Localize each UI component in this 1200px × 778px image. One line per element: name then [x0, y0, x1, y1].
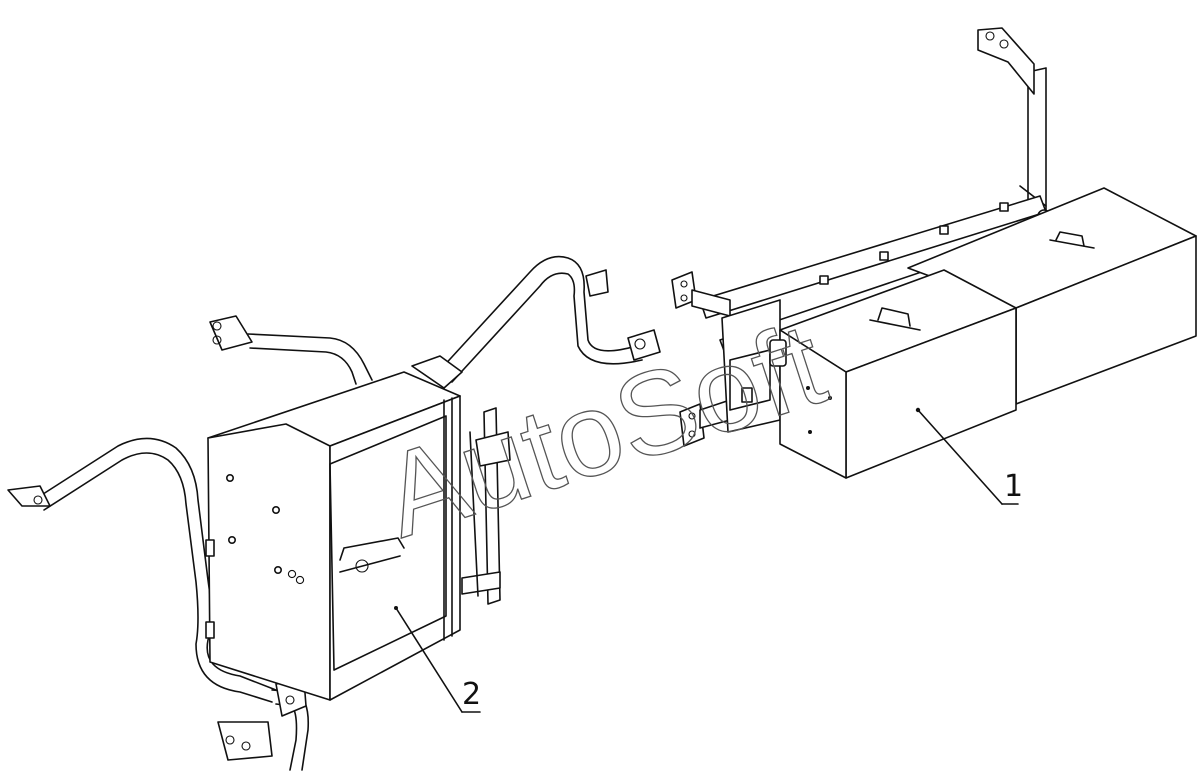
left-top-rail: [209, 315, 373, 385]
upper-handrail: [411, 255, 661, 389]
lower-handrail: [7, 437, 310, 771]
watermark: AutoSoft: [368, 298, 839, 563]
front-battery-box: [769, 269, 1017, 479]
callout-2-label: 2: [462, 677, 481, 712]
callout-2: 2: [395, 607, 481, 713]
mounting-brackets: [671, 271, 781, 447]
callout-1-label: 1: [1004, 469, 1023, 504]
step-ladder: [461, 407, 511, 605]
box-with-handrails-assembly: [7, 255, 661, 771]
battery-box-assembly: [671, 27, 1197, 479]
tool-box: [205, 371, 461, 701]
callout-1: 1: [917, 409, 1023, 505]
support-post: [977, 27, 1047, 215]
